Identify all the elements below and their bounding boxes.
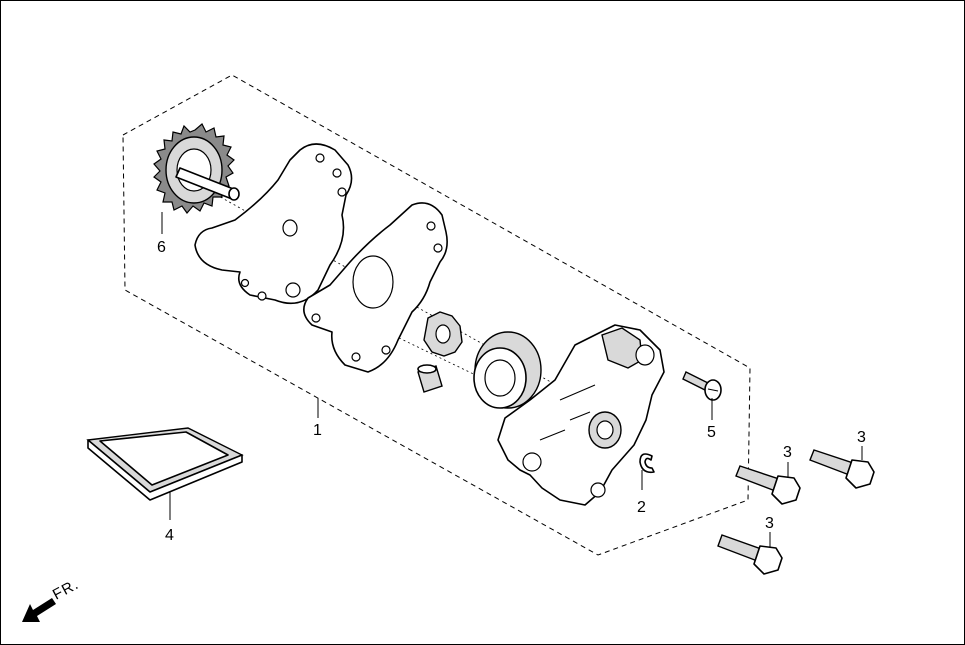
- inner-rotor: [423, 311, 463, 357]
- dowel-pin: [417, 364, 443, 393]
- flange-bolt-3: [717, 534, 783, 575]
- callout-3a: 3: [783, 444, 792, 461]
- drive-gear: [153, 123, 240, 214]
- pump-screw: [682, 371, 722, 401]
- callout-2: 2: [637, 499, 646, 516]
- pump-body: [497, 324, 665, 506]
- front-arrow-icon: [22, 598, 56, 622]
- callout-4: 4: [165, 527, 174, 544]
- pump-cover-plate: [194, 143, 353, 305]
- front-label: FR.: [50, 576, 82, 604]
- callout-1: 1: [313, 422, 322, 439]
- circlip: [639, 453, 655, 474]
- callout-3b: 3: [857, 429, 866, 446]
- callout-6: 6: [157, 239, 166, 256]
- oil-strainer: [86, 427, 244, 501]
- front-direction-indicator: FR.: [22, 576, 82, 622]
- callout-5: 5: [707, 424, 716, 441]
- pump-gasket: [303, 202, 448, 373]
- flange-bolt-2: [809, 449, 875, 489]
- outer-rotor: [473, 331, 542, 409]
- flange-bolt-1: [735, 465, 801, 505]
- callout-3c: 3: [765, 515, 774, 532]
